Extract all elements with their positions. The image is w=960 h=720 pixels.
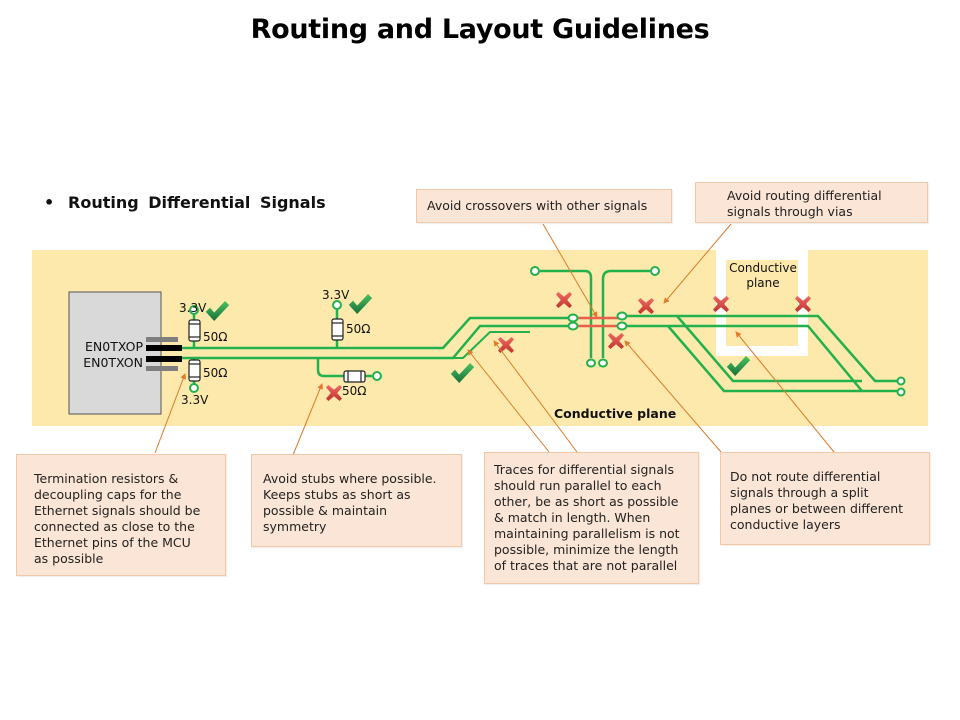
bullet-text: Routing Differential Signals (68, 193, 326, 212)
callout-termination: Termination resistors & decoupling caps … (16, 454, 226, 576)
pads (189, 266, 906, 397)
pin-label-negative: EN0TXON (83, 355, 143, 370)
callout-vias: Avoid routing differential signals throu… (695, 182, 928, 223)
arrow-split-1 (624, 340, 722, 453)
plane-label-split-line2: plane (746, 276, 779, 290)
resistor-label-stub: 50Ω (342, 384, 366, 398)
plane-label-split-line1: Conductive (729, 261, 797, 275)
chip-pin-gray-top (146, 337, 178, 342)
arrow-parallel-1 (467, 349, 550, 453)
callout-split-planes: Do not route differential signals throug… (720, 452, 930, 545)
supply-label-bottom: 3.3V (181, 393, 209, 407)
chip-pin-gray-bottom (146, 366, 178, 371)
resistor-label-bottom: 50Ω (203, 366, 227, 380)
split-plane-gap (716, 250, 808, 356)
pin-label-positive: EN0TXOP (85, 339, 143, 354)
arrow-crossovers (542, 223, 598, 318)
callout-crossovers: Avoid crossovers with other signals (416, 189, 672, 223)
chip-pin-positive (146, 345, 182, 351)
supply-label-top: 3.3V (179, 301, 207, 315)
resistors (188, 318, 366, 383)
callout-stubs: Avoid stubs where possible. Keeps stubs … (251, 454, 462, 547)
stub-resistor (343, 370, 366, 383)
differential-traces (182, 269, 898, 393)
mcu-chip (68, 291, 162, 415)
pullup-resistor (331, 318, 344, 341)
plane-label-main: Conductive plane (554, 406, 676, 421)
termination-resistor-top (188, 319, 201, 342)
arrow-vias (663, 223, 732, 304)
slide-title: Routing and Layout Guidelines (250, 14, 710, 45)
resistor-label-pullup: 50Ω (346, 322, 370, 336)
resistor-label-top: 50Ω (203, 330, 227, 344)
arrow-parallel-2 (493, 340, 578, 453)
crossover-segments (577, 316, 618, 328)
bullet-routing-differential-signals: • Routing Differential Signals (44, 193, 326, 212)
arrow-split-2 (735, 331, 835, 453)
callout-arrows (154, 223, 835, 456)
arrow-termination (154, 373, 187, 454)
callout-parallel: Traces for differential signals should r… (484, 452, 699, 584)
bullet-marker: • (44, 193, 55, 212)
supply-label-pullup: 3.3V (322, 288, 350, 302)
conductive-plane (32, 250, 928, 426)
arrow-stubs (292, 383, 323, 456)
termination-resistor-bottom (188, 359, 201, 382)
chip-pin-negative (146, 356, 182, 362)
